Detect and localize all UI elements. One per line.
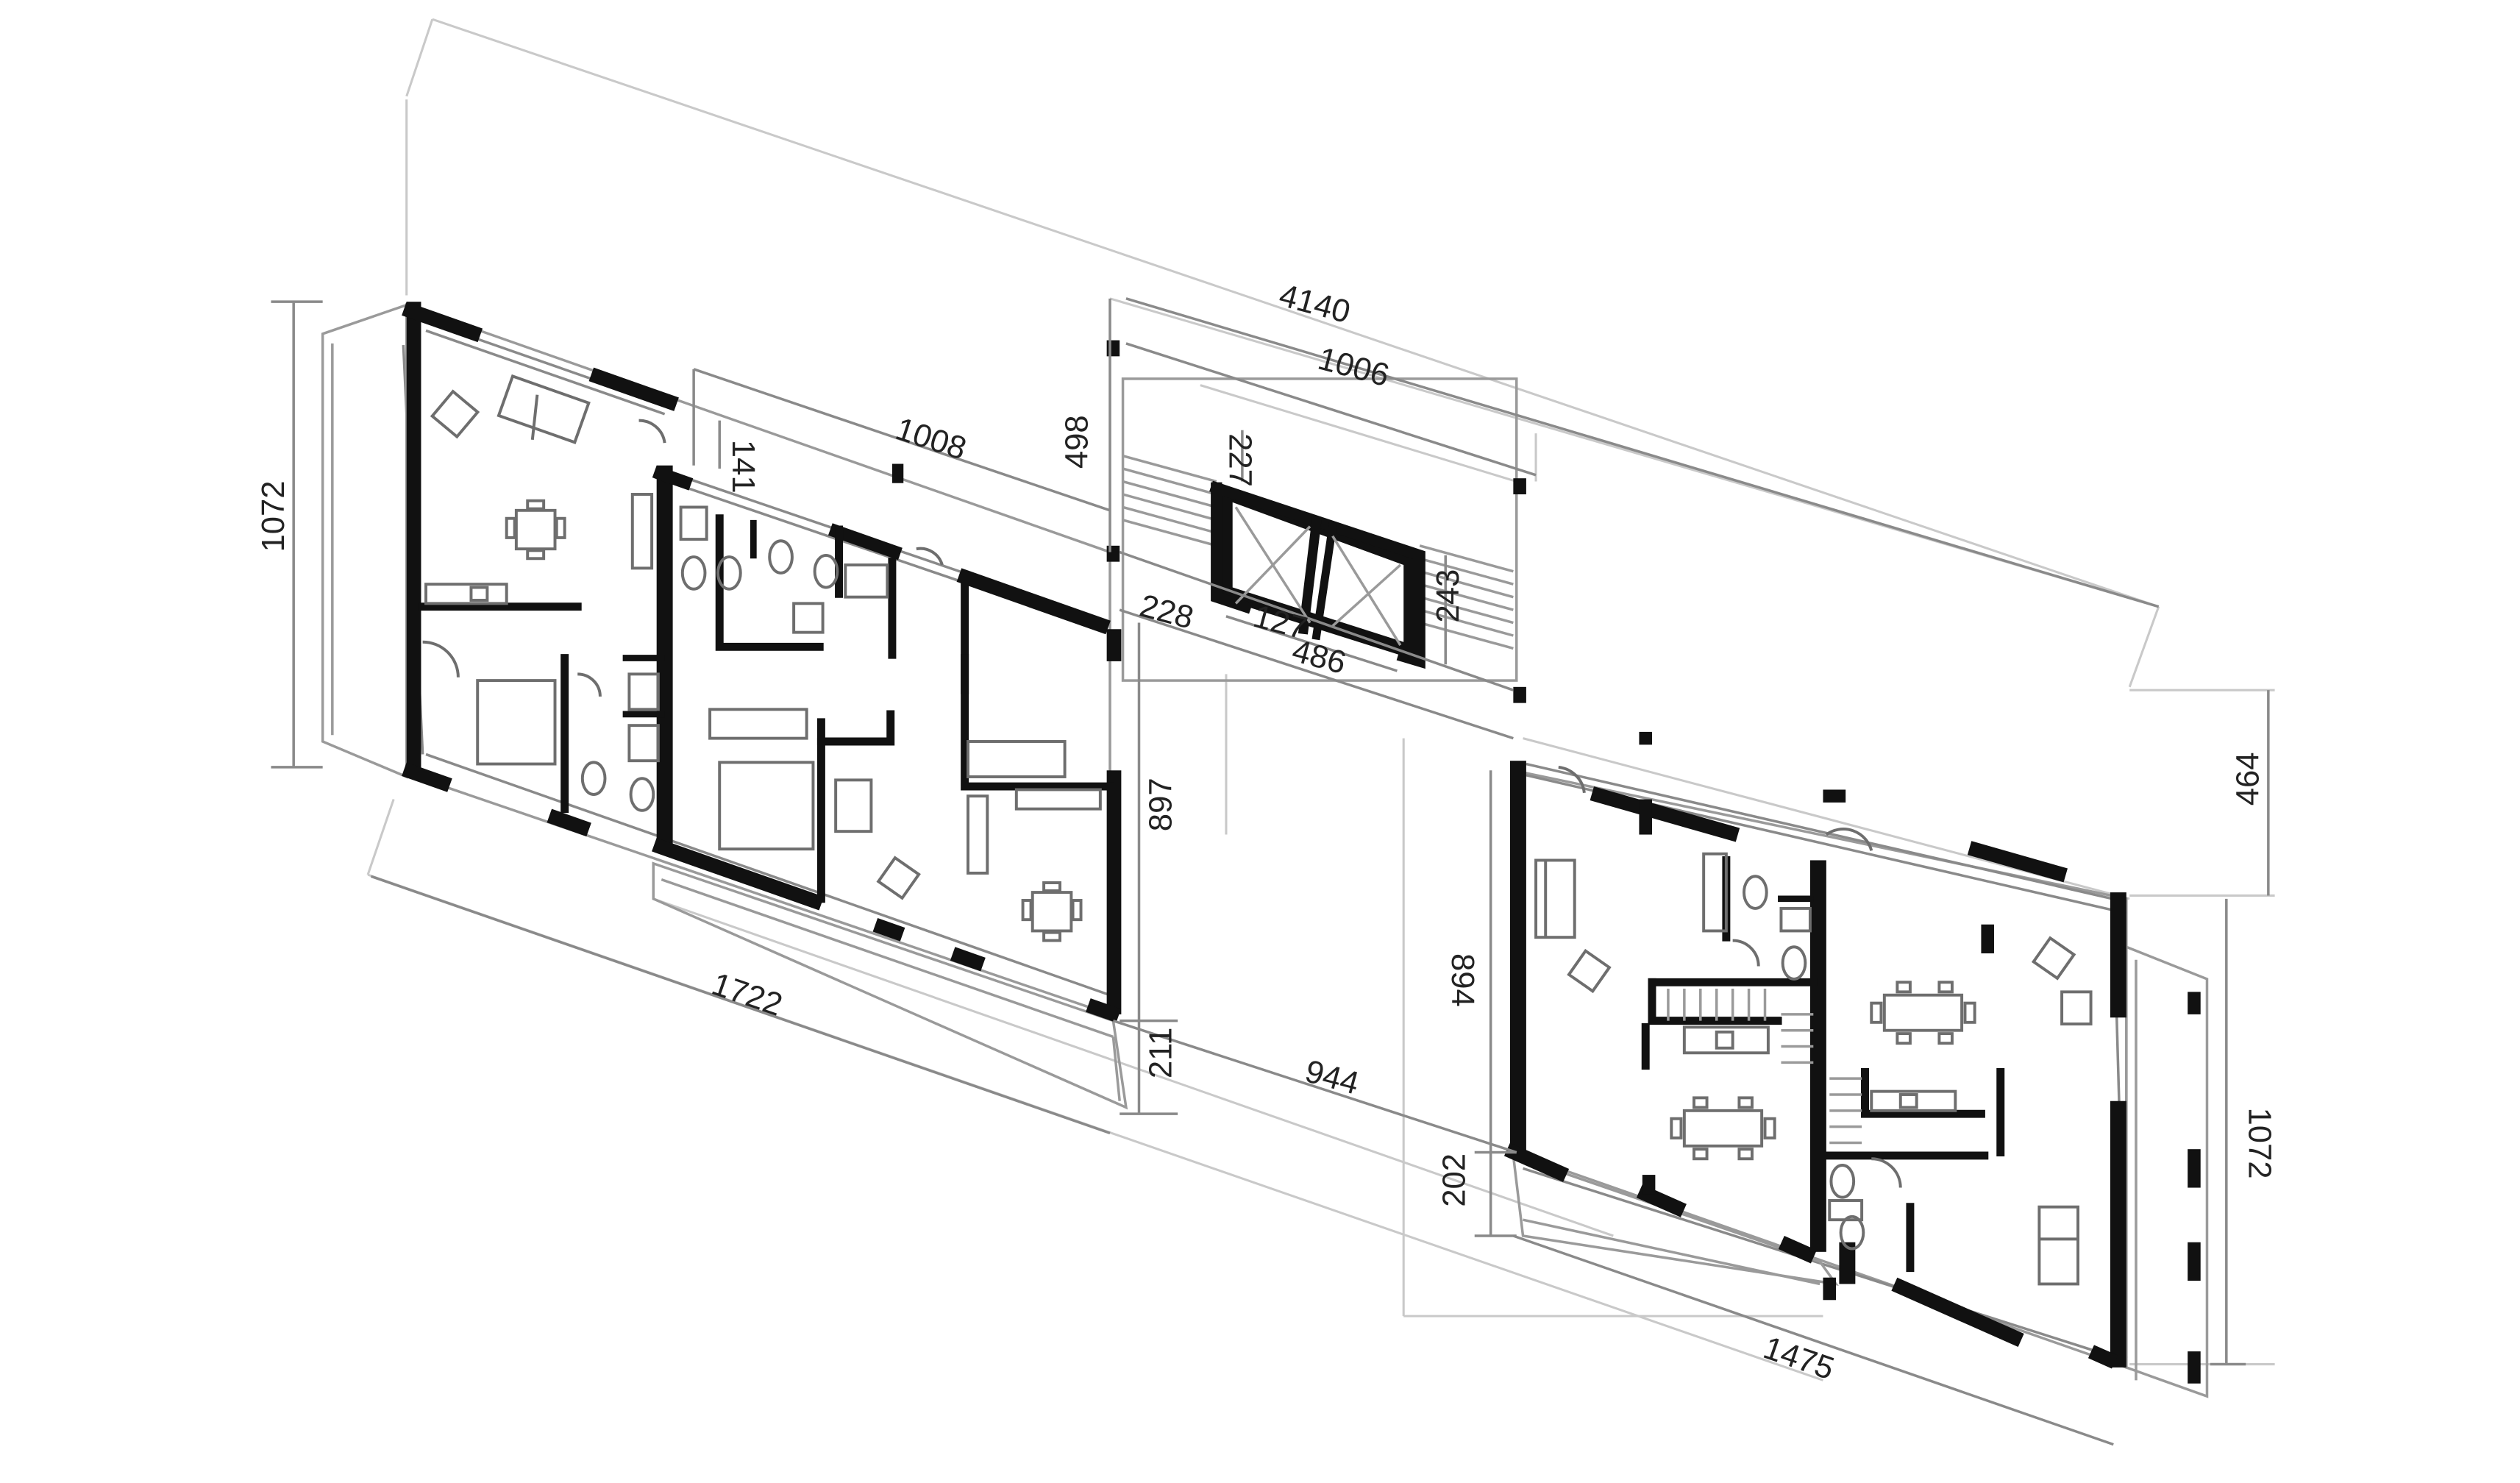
wall <box>1509 761 1526 1156</box>
wall <box>588 367 679 411</box>
wall <box>891 463 904 483</box>
wall <box>2110 1100 2126 1368</box>
wall <box>406 302 421 777</box>
wall <box>950 947 986 972</box>
wall <box>1106 770 1122 1014</box>
west-furniture <box>422 374 1102 942</box>
dim-east-height-right: 1072 <box>2241 1107 2277 1178</box>
wall <box>956 568 1111 635</box>
wall <box>2188 992 2201 1014</box>
wall <box>402 762 452 792</box>
dim-core-lift-depth: 243 <box>1430 569 1466 623</box>
dim-west-height-left: 1072 <box>255 480 291 552</box>
east-furniture <box>1534 765 2093 1286</box>
wall <box>1823 1277 1837 1301</box>
dim-east-recess-right: 464 <box>2230 752 2266 805</box>
circulation-core <box>1106 340 1526 740</box>
wall <box>402 302 483 343</box>
dim-middle-gap: 944 <box>1301 1053 1362 1102</box>
wall <box>1967 841 2068 883</box>
dim-core-width-bottom: 486 <box>1289 633 1350 681</box>
wall <box>872 917 905 942</box>
wall <box>1839 1242 1856 1284</box>
dim-west-unit-depth: 897 <box>1142 778 1178 831</box>
wall <box>1086 998 1122 1023</box>
dim-overall-top: 4140 <box>1275 277 1354 330</box>
dim-core-depth-left: 498 <box>1058 415 1095 469</box>
wall <box>1590 786 1740 842</box>
dim-east-unit-depth: 894 <box>1445 953 1481 1007</box>
wall <box>1639 731 1652 745</box>
dimension-lines <box>271 297 2270 1446</box>
wall <box>652 465 694 491</box>
wall <box>1778 1235 1817 1264</box>
wall <box>1981 924 1994 953</box>
wall <box>2188 1149 2201 1188</box>
wall <box>2087 1345 2118 1369</box>
internal-stair <box>1667 989 1862 1145</box>
east-building <box>1503 731 2209 1398</box>
dim-west-block-top: 1008 <box>891 410 971 466</box>
dim-core-stair-offset: 227 <box>1222 433 1258 487</box>
dim-west-length-bottom: 1722 <box>708 966 787 1023</box>
wall <box>547 808 591 837</box>
wall <box>1642 1175 1656 1195</box>
wall <box>1891 1277 2024 1347</box>
dim-core-gap: 228 <box>1136 588 1197 636</box>
dim-east-balcony: 202 <box>1436 1153 1472 1207</box>
construction-lines <box>366 18 2275 1381</box>
wall <box>827 523 903 561</box>
wall <box>2110 892 2126 1018</box>
dim-west-recess: 141 <box>725 440 761 494</box>
wall <box>1639 799 1652 835</box>
wall <box>1809 860 1826 1252</box>
west-building <box>321 302 1128 1110</box>
wall <box>2188 1351 2201 1384</box>
dimension-labels: 4140 1006 1008 141 498 227 228 127 243 4… <box>255 277 2278 1387</box>
stair <box>1122 454 1514 650</box>
wall <box>1503 1142 1570 1182</box>
dim-core-width-top: 1006 <box>1314 341 1393 394</box>
dim-west-balcony: 211 <box>1142 1028 1178 1079</box>
wall <box>652 837 825 911</box>
wall <box>2188 1242 2201 1281</box>
wall <box>1823 789 1846 803</box>
dim-east-length-bottom: 1475 <box>1759 1329 1838 1387</box>
wall <box>1106 629 1122 661</box>
